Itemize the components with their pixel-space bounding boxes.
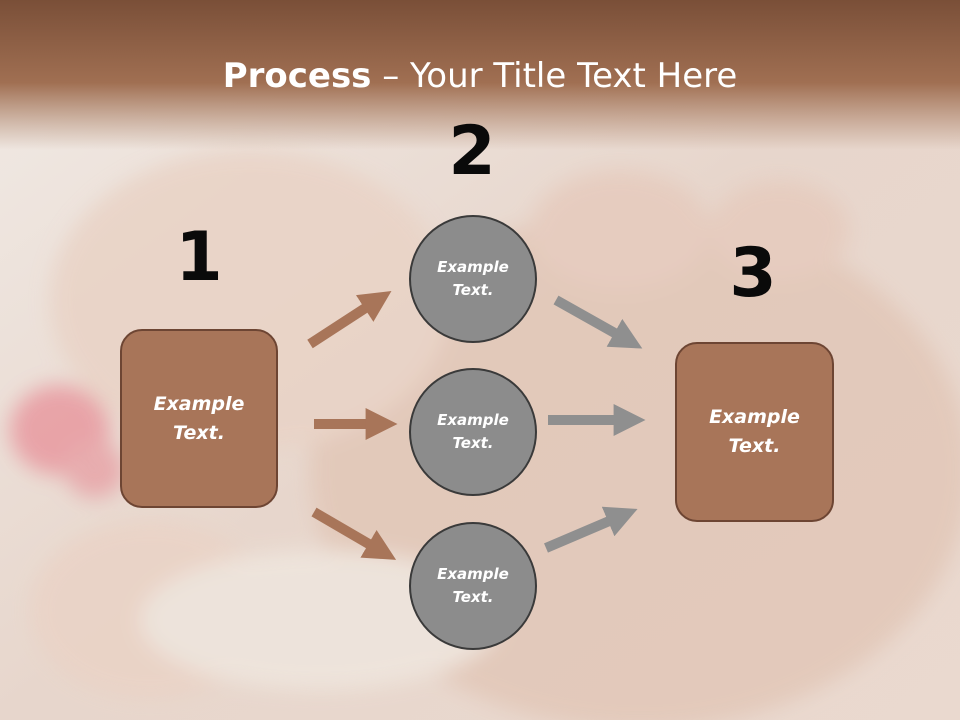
arrow-step1-to-top — [307, 291, 392, 349]
circle-middle-line2: Text. — [452, 434, 494, 452]
step3-box: Example Text. — [675, 342, 834, 522]
step3-line2: Text. — [728, 435, 781, 457]
step2-circle-top: Example Text. — [409, 215, 537, 343]
title-rest: – Your Title Text Here — [371, 56, 738, 96]
step1-line2: Text. — [173, 421, 225, 444]
step1-box: Example Text. — [120, 329, 278, 508]
circle-bottom-line2: Text. — [452, 588, 494, 606]
arrow-top-to-step3 — [553, 295, 643, 349]
arrow-step1-to-bottom — [311, 507, 397, 560]
circle-top-line1: Example — [437, 258, 509, 276]
step1-line1: Example — [153, 392, 245, 415]
step2-circle-bottom: Example Text. — [409, 522, 537, 650]
circle-top-line2: Text. — [452, 281, 494, 299]
title-bold: Process — [222, 56, 372, 96]
circle-middle-line1: Example — [437, 411, 509, 429]
slide-title: Process – Your Title Text Here — [0, 52, 960, 100]
step2-circle-middle: Example Text. — [409, 368, 537, 496]
step3-box-text: Example Text. — [709, 403, 800, 461]
step-number-1: 1 — [175, 218, 223, 297]
step1-box-text: Example Text. — [154, 390, 245, 448]
step-number-2: 2 — [448, 112, 496, 191]
step3-line1: Example — [709, 406, 800, 428]
arrow-bottom-to-step3 — [544, 506, 638, 553]
circle-bottom-line1: Example — [437, 565, 509, 583]
step-number-3: 3 — [729, 234, 777, 313]
